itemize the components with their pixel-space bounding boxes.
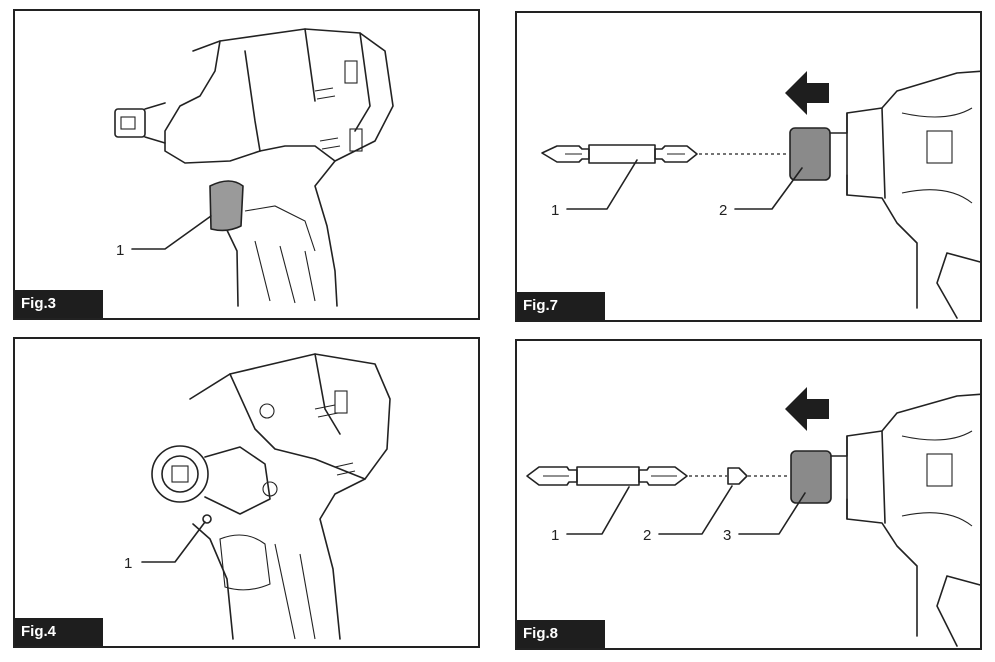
callout-leader-fig3-1: 1	[116, 215, 212, 259]
callout-number: 2	[719, 202, 727, 219]
callout-number: 1	[551, 202, 559, 219]
callout-number: 3	[723, 527, 731, 544]
callout-number: 1	[116, 242, 124, 259]
figure-panel-fig7: 1 2 Fig.7	[515, 11, 982, 322]
bit-with-adapter-insertion-diagram	[526, 387, 980, 647]
callout-leaders-fig7: 1 2	[551, 159, 803, 219]
callout-number: 2	[643, 527, 651, 544]
figure-panel-fig8: 1 2 3 Fig.8	[515, 339, 982, 650]
figure-label: Fig.8	[517, 620, 605, 648]
callout-leaders-fig8: 1 2 3	[551, 485, 806, 544]
callout-number: 1	[551, 527, 559, 544]
insert-direction-arrow-icon	[785, 387, 829, 431]
insert-direction-arrow-icon	[785, 71, 829, 115]
impact-driver-front-view	[151, 353, 391, 640]
figure-panel-fig4: 1 Fig.4	[13, 337, 480, 648]
impact-driver-side-view	[114, 28, 394, 307]
figure-label: Fig.7	[517, 292, 605, 320]
figure-label: Fig.3	[15, 290, 103, 318]
callout-leader-fig4-1: 1	[124, 521, 206, 572]
bit-insertion-diagram	[541, 70, 980, 319]
callout-number: 1	[124, 555, 132, 572]
figure-panel-fig3: 1 Fig.3	[13, 9, 480, 320]
figure-label: Fig.4	[15, 618, 103, 646]
